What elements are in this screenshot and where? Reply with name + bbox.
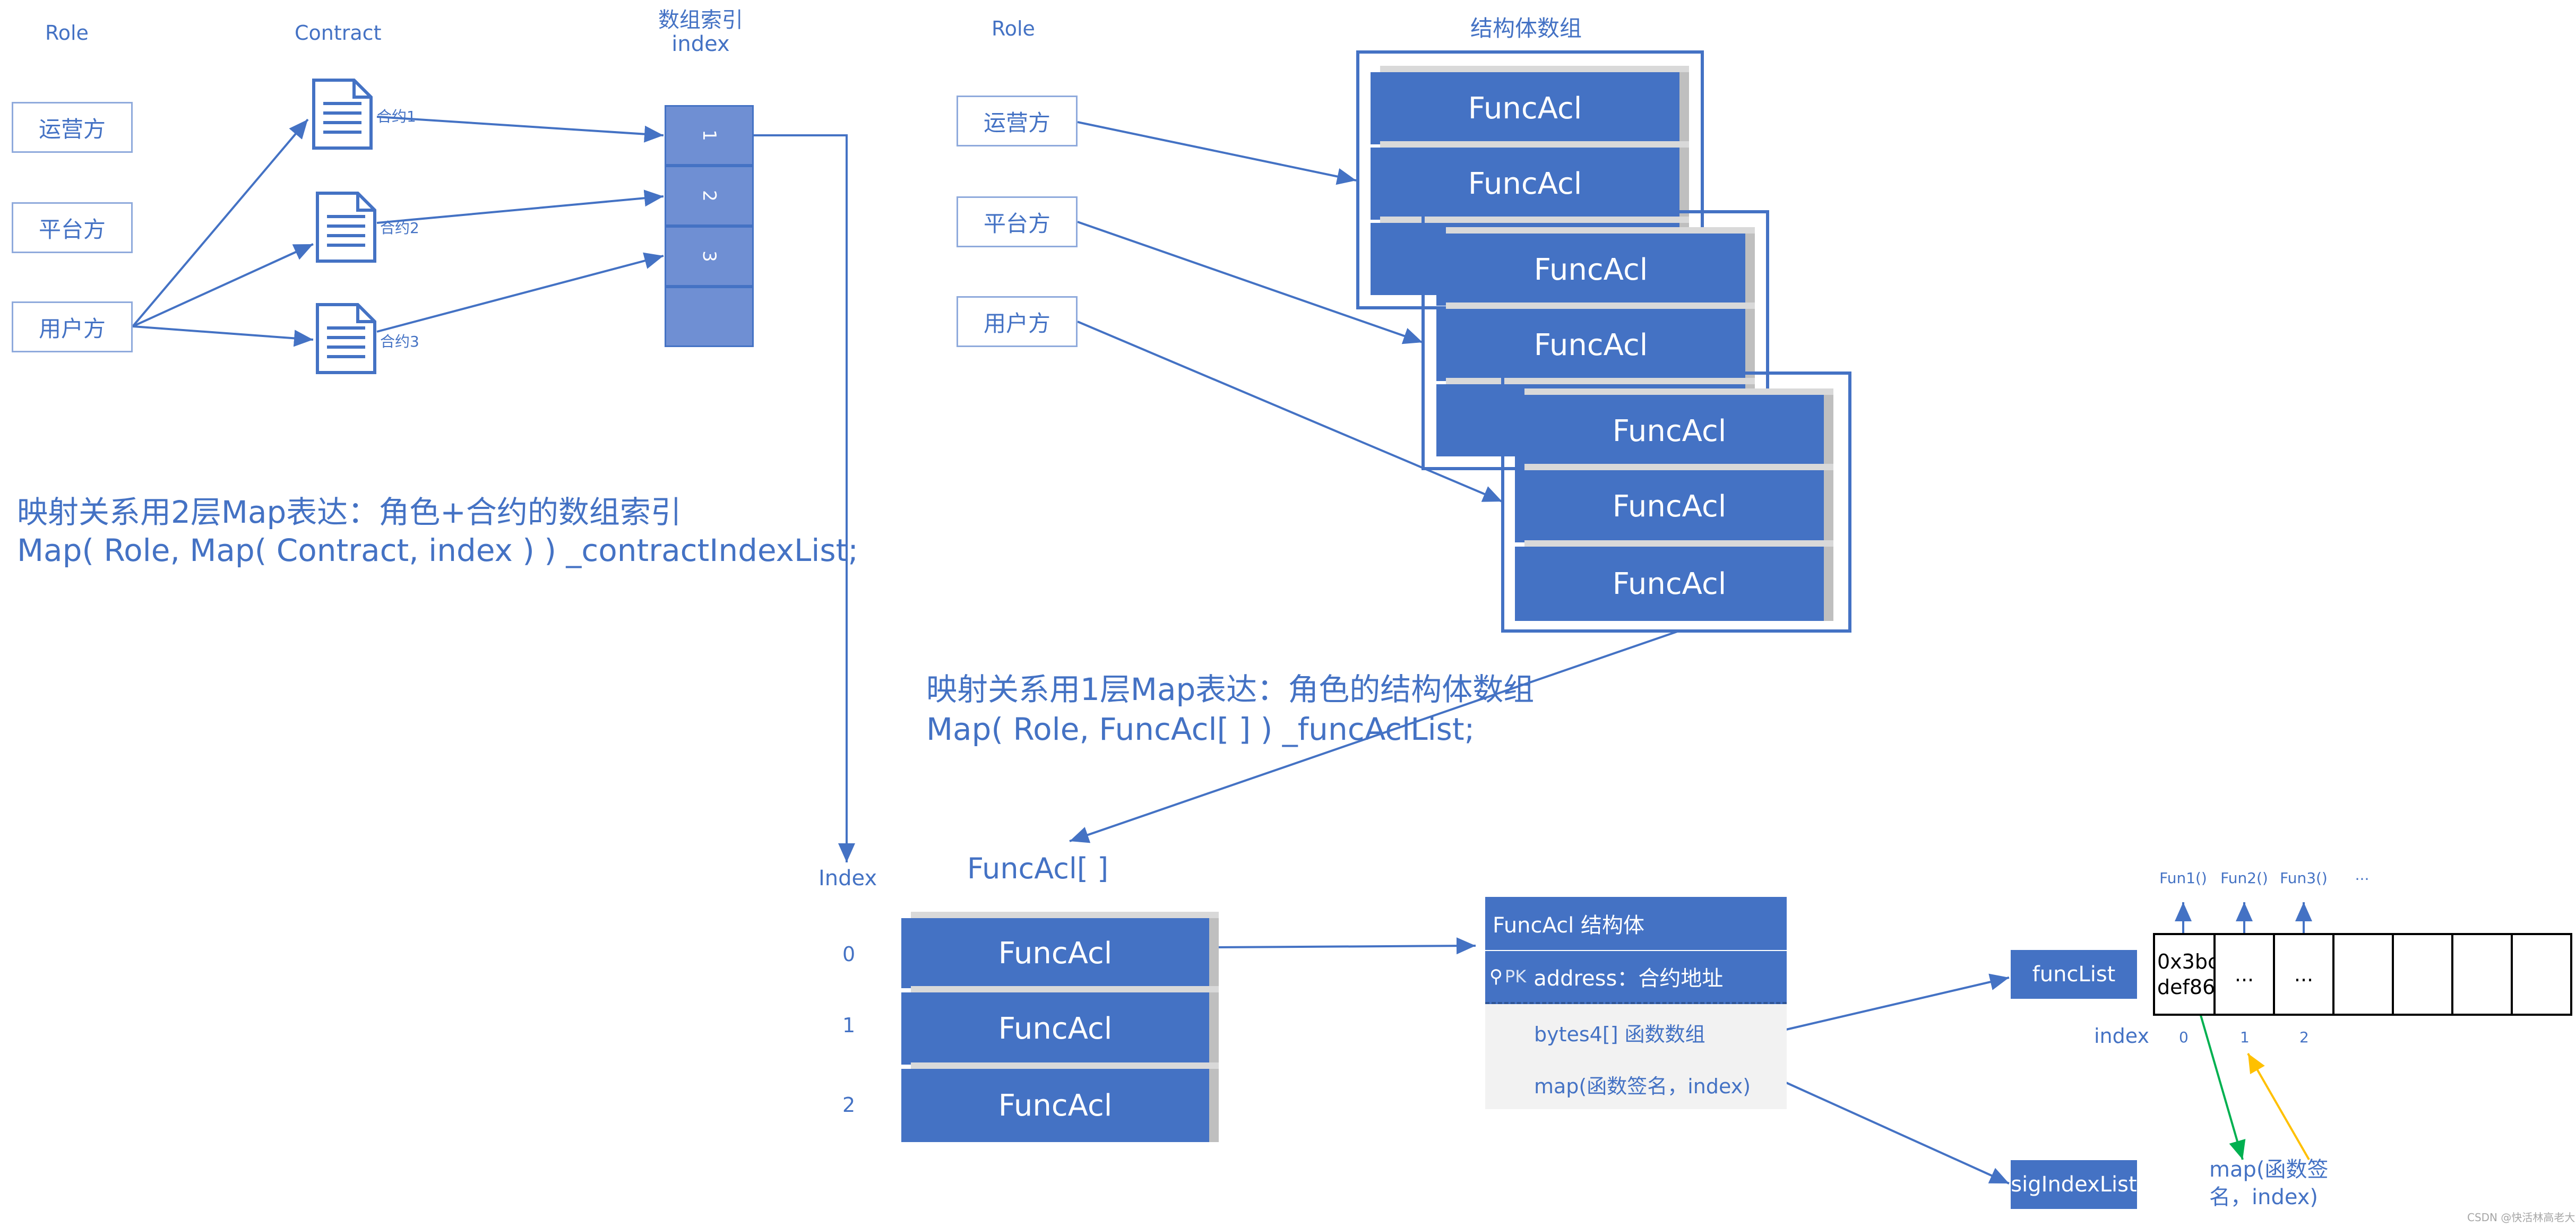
index-cell-1: 1 bbox=[665, 105, 754, 166]
fun-header-2: Fun2() bbox=[2220, 869, 2268, 887]
cell-0: 0x3bc def86 bbox=[2153, 933, 2219, 1016]
stack3-funcacl-1: FuncAcl bbox=[1515, 395, 1824, 467]
right-role-user: 用户方 bbox=[957, 296, 1078, 347]
cell-6 bbox=[2511, 933, 2572, 1016]
index-heading-2: index bbox=[671, 32, 730, 56]
arrow-map-to-sigindexlist bbox=[1786, 1082, 2010, 1185]
field-map: map(函数签名，index) bbox=[1534, 1075, 1751, 1098]
stack3-frame bbox=[1501, 371, 1851, 633]
left-role-operator: 运营方 bbox=[12, 102, 133, 153]
index-heading-1: 数组索引 bbox=[658, 8, 743, 32]
arrow-contract3-index3 bbox=[376, 252, 664, 333]
cell-5 bbox=[2451, 933, 2513, 1016]
left-role-heading: Role bbox=[45, 21, 89, 45]
arrow-index-to-bottom bbox=[754, 134, 855, 862]
watermark: CSDN @快活林高老大 bbox=[2467, 1211, 2575, 1224]
right-role-heading: Role bbox=[992, 17, 1035, 40]
yellow-arrow bbox=[2247, 1053, 2310, 1160]
row-index-1: 1 bbox=[842, 1014, 856, 1037]
right-caption-line1: 映射关系用1层Map表达：角色的结构体数组 bbox=[926, 671, 1535, 707]
funcacl-array-title: FuncAcl[ ] bbox=[967, 852, 1109, 885]
stack2-funcacl-1: FuncAcl bbox=[1436, 234, 1745, 306]
contract-label-2: 合约2 bbox=[380, 219, 419, 237]
struct-array-heading: 结构体数组 bbox=[1470, 15, 1582, 41]
arrow-row0-to-struct bbox=[1210, 937, 1476, 955]
left-role-user: 用户方 bbox=[12, 301, 133, 352]
array-row-1: FuncAcl bbox=[901, 992, 1209, 1065]
stack3-funcacl-3: FuncAcl bbox=[1515, 547, 1824, 621]
index-cell-3: 3 bbox=[665, 226, 754, 287]
cell-1: ... bbox=[2213, 933, 2275, 1016]
array-row-2: FuncAcl bbox=[901, 1069, 1209, 1142]
arrow-bytes-to-funclist bbox=[1786, 973, 2010, 1031]
arrow-contract2-index2 bbox=[376, 189, 664, 224]
fun-header-3: Fun3() bbox=[2280, 869, 2328, 887]
index-cell-4 bbox=[665, 287, 754, 347]
contract-label-1: 合约1 bbox=[377, 108, 416, 125]
sigindexlist-box: sigIndexList bbox=[2011, 1160, 2137, 1209]
contract-label-3: 合约3 bbox=[380, 333, 419, 350]
field-bytes: bytes4[] 函数数组 bbox=[1534, 1023, 1705, 1046]
pk-label: PK bbox=[1504, 966, 1527, 987]
arrow-user-stack3 bbox=[1077, 321, 1503, 503]
funclist-box: funcList bbox=[2011, 950, 2137, 999]
arrow-stack-to-array bbox=[1069, 630, 1678, 843]
arrow-operator-stack1 bbox=[1077, 121, 1357, 185]
stack1-funcacl-2: FuncAcl bbox=[1371, 148, 1679, 220]
array-row-0: FuncAcl bbox=[901, 918, 1209, 988]
cell-3 bbox=[2332, 933, 2394, 1016]
arrow-platform-stack2 bbox=[1077, 221, 1423, 344]
stack1-frame bbox=[1356, 50, 1704, 309]
cells-index-2: 2 bbox=[2299, 1029, 2309, 1046]
right-role-operator: 运营方 bbox=[957, 96, 1078, 146]
document-icon-1 bbox=[311, 77, 374, 153]
fun-header-1: Fun1() bbox=[2159, 869, 2207, 887]
bottom-index-heading: Index bbox=[819, 866, 877, 891]
left-caption-line2: Map( Role, Map( Contract, index ) ) _con… bbox=[17, 532, 858, 568]
struct-pk-row: ⚲ PK address：合约地址 bbox=[1485, 951, 1787, 1004]
cells-index-label: index bbox=[2094, 1024, 2149, 1048]
arrow-user-contract3 bbox=[132, 325, 314, 347]
right-caption-line2: Map( Role, FuncAcl[ ] ) _funcAclList; bbox=[926, 711, 1475, 747]
stack2-frame bbox=[1421, 210, 1769, 470]
key-icon: ⚲ bbox=[1489, 966, 1503, 987]
row-index-0: 0 bbox=[842, 943, 856, 966]
cell-2: ... bbox=[2273, 933, 2334, 1016]
index-cell-2: 2 bbox=[665, 166, 754, 226]
cells-index-0: 0 bbox=[2179, 1029, 2189, 1046]
left-caption-line1: 映射关系用2层Map表达：角色+合约的数组索引 bbox=[17, 494, 682, 530]
left-contract-heading: Contract bbox=[295, 21, 382, 45]
map-note: map(函数签 名，index) bbox=[2209, 1157, 2329, 1209]
cell-4 bbox=[2392, 933, 2453, 1016]
left-role-platform: 平台方 bbox=[12, 202, 133, 253]
field-address: address：合约地址 bbox=[1533, 966, 1724, 991]
stack3-funcacl-2: FuncAcl bbox=[1515, 470, 1824, 542]
stack2-funcacl-2: FuncAcl bbox=[1436, 309, 1745, 381]
arrow-user-contract1 bbox=[132, 118, 309, 327]
fun-header-more: ... bbox=[2355, 866, 2370, 884]
arrow-contract1-index1 bbox=[376, 116, 664, 143]
document-icon-2 bbox=[314, 190, 378, 266]
row-index-2: 2 bbox=[842, 1093, 856, 1117]
stack1-funcacl-1: FuncAcl bbox=[1371, 72, 1679, 144]
struct-fields-area bbox=[1485, 1004, 1787, 1109]
document-icon-3 bbox=[314, 301, 378, 378]
right-role-platform: 平台方 bbox=[957, 196, 1078, 247]
arrow-user-contract2 bbox=[132, 243, 314, 327]
cells-index-1: 1 bbox=[2240, 1029, 2250, 1046]
struct-title: FuncAcl 结构体 bbox=[1485, 897, 1787, 950]
